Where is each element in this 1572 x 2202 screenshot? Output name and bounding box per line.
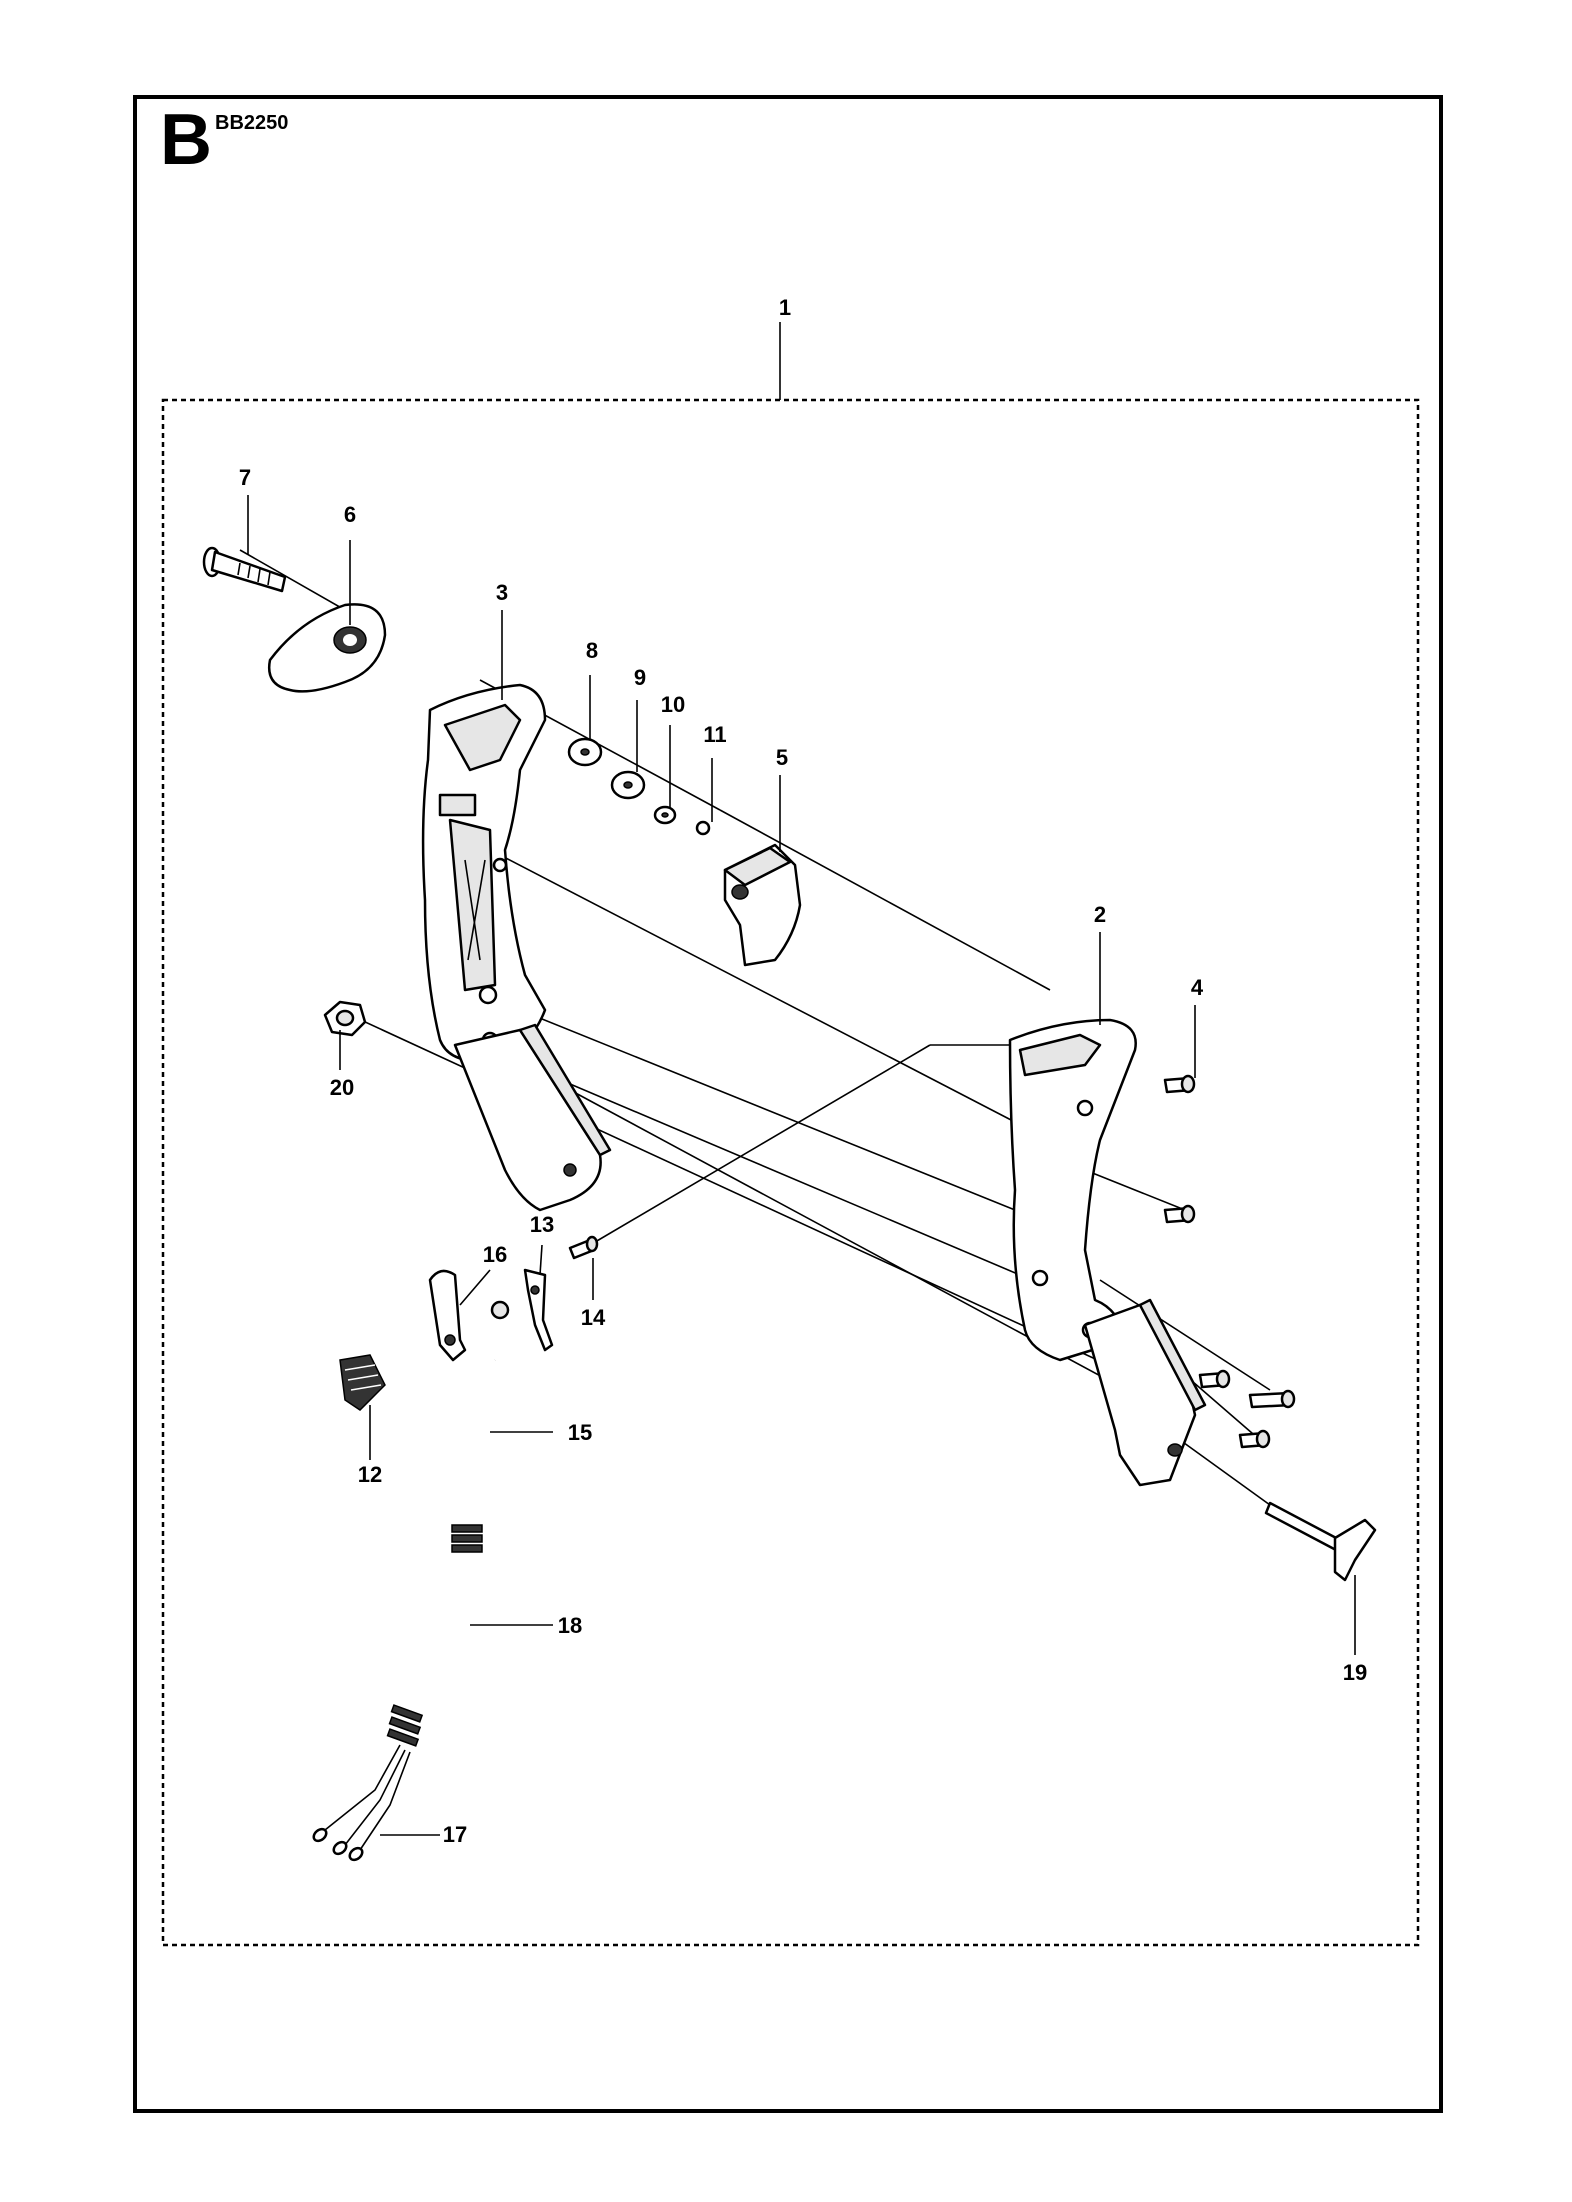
callout-5: 5	[776, 745, 788, 770]
callout-20: 20	[330, 1075, 354, 1100]
part-18-cable	[386, 1359, 497, 1747]
callout-12: 12	[358, 1462, 382, 1487]
screw	[1248, 1389, 1296, 1409]
callout-16: 16	[483, 1242, 507, 1267]
screw	[1198, 1369, 1231, 1389]
screw	[1238, 1429, 1271, 1449]
part-11-nut	[695, 820, 711, 836]
callout-3: 3	[496, 580, 508, 605]
part-6-strap-bracket	[267, 603, 387, 693]
left-lower-pad	[453, 1023, 612, 1212]
part-7-bolt	[202, 546, 287, 593]
part-10-washer	[653, 805, 677, 825]
callout-13: 13	[530, 1212, 554, 1237]
part-9-washer	[610, 770, 646, 800]
part-17-connectors	[312, 1744, 411, 1862]
section-letter: B	[160, 100, 212, 180]
part-14-screw	[568, 1235, 599, 1260]
callout-18: 18	[558, 1613, 582, 1638]
callout-10: 10	[661, 692, 685, 717]
part-2-right-frame	[1008, 1018, 1137, 1362]
part-5-handle-mount	[723, 843, 802, 967]
right-lower-pad	[1083, 1298, 1207, 1487]
callout-2: 2	[1094, 902, 1106, 927]
callout-11: 11	[703, 722, 726, 747]
callout-8: 8	[586, 638, 598, 663]
part-4-screw	[1163, 1074, 1196, 1094]
callout-14: 14	[581, 1305, 606, 1330]
callout-1: 1	[779, 295, 791, 320]
model-code: BB2250	[215, 112, 289, 134]
part-16-throttle-lever	[428, 1269, 510, 1362]
callout-4: 4	[1191, 975, 1204, 1000]
callout-6: 6	[344, 502, 356, 527]
callout-7: 7	[239, 465, 251, 490]
part-13-plate	[523, 1268, 554, 1352]
callout-15: 15	[568, 1420, 592, 1445]
assembly-boundary	[161, 398, 1420, 1947]
callout-9: 9	[634, 665, 646, 690]
part-8-washer	[567, 737, 603, 767]
page-frame	[133, 95, 1443, 2113]
part-20-nut	[323, 1000, 367, 1037]
callout-17: 17	[443, 1822, 467, 1847]
part-3-left-frame	[421, 683, 547, 1063]
callout-19: 19	[1343, 1660, 1367, 1685]
part-12-switch	[339, 1354, 386, 1411]
screw	[1163, 1204, 1196, 1224]
part-19-wing-bolt	[1264, 1501, 1377, 1582]
